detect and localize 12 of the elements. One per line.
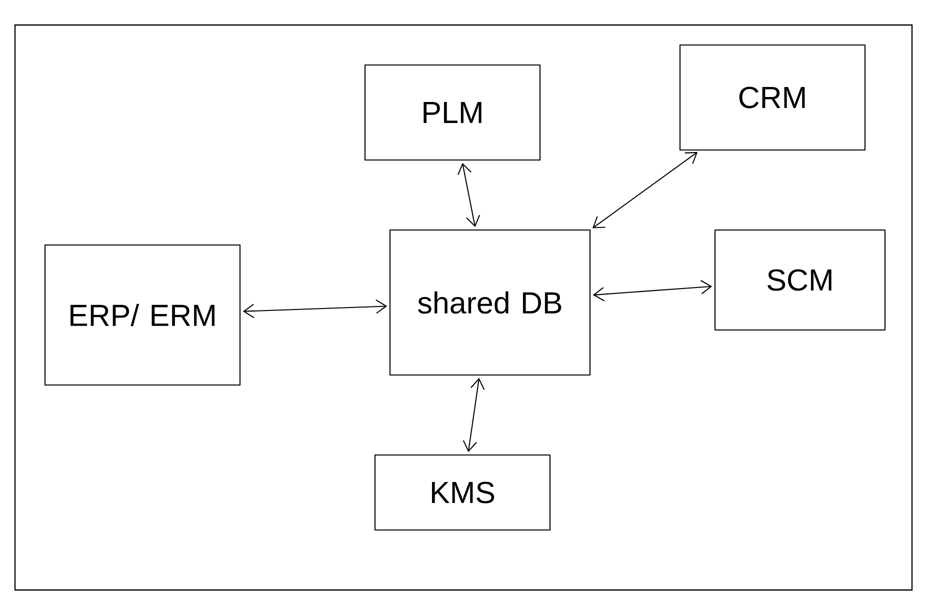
- frame-box: [14, 24, 913, 591]
- arrow: [592, 280, 712, 302]
- arrow: [242, 299, 388, 318]
- arrow: [592, 152, 698, 228]
- system-box: ERP/ ERM: [44, 244, 241, 386]
- arrow: [458, 162, 480, 228]
- system-box: CRM: [679, 44, 866, 151]
- arrow: [462, 378, 485, 452]
- system-box: shared DB: [389, 229, 591, 376]
- system-box: KMS: [374, 454, 551, 531]
- system-box: PLM: [364, 64, 541, 161]
- system-box: SCM: [714, 229, 886, 331]
